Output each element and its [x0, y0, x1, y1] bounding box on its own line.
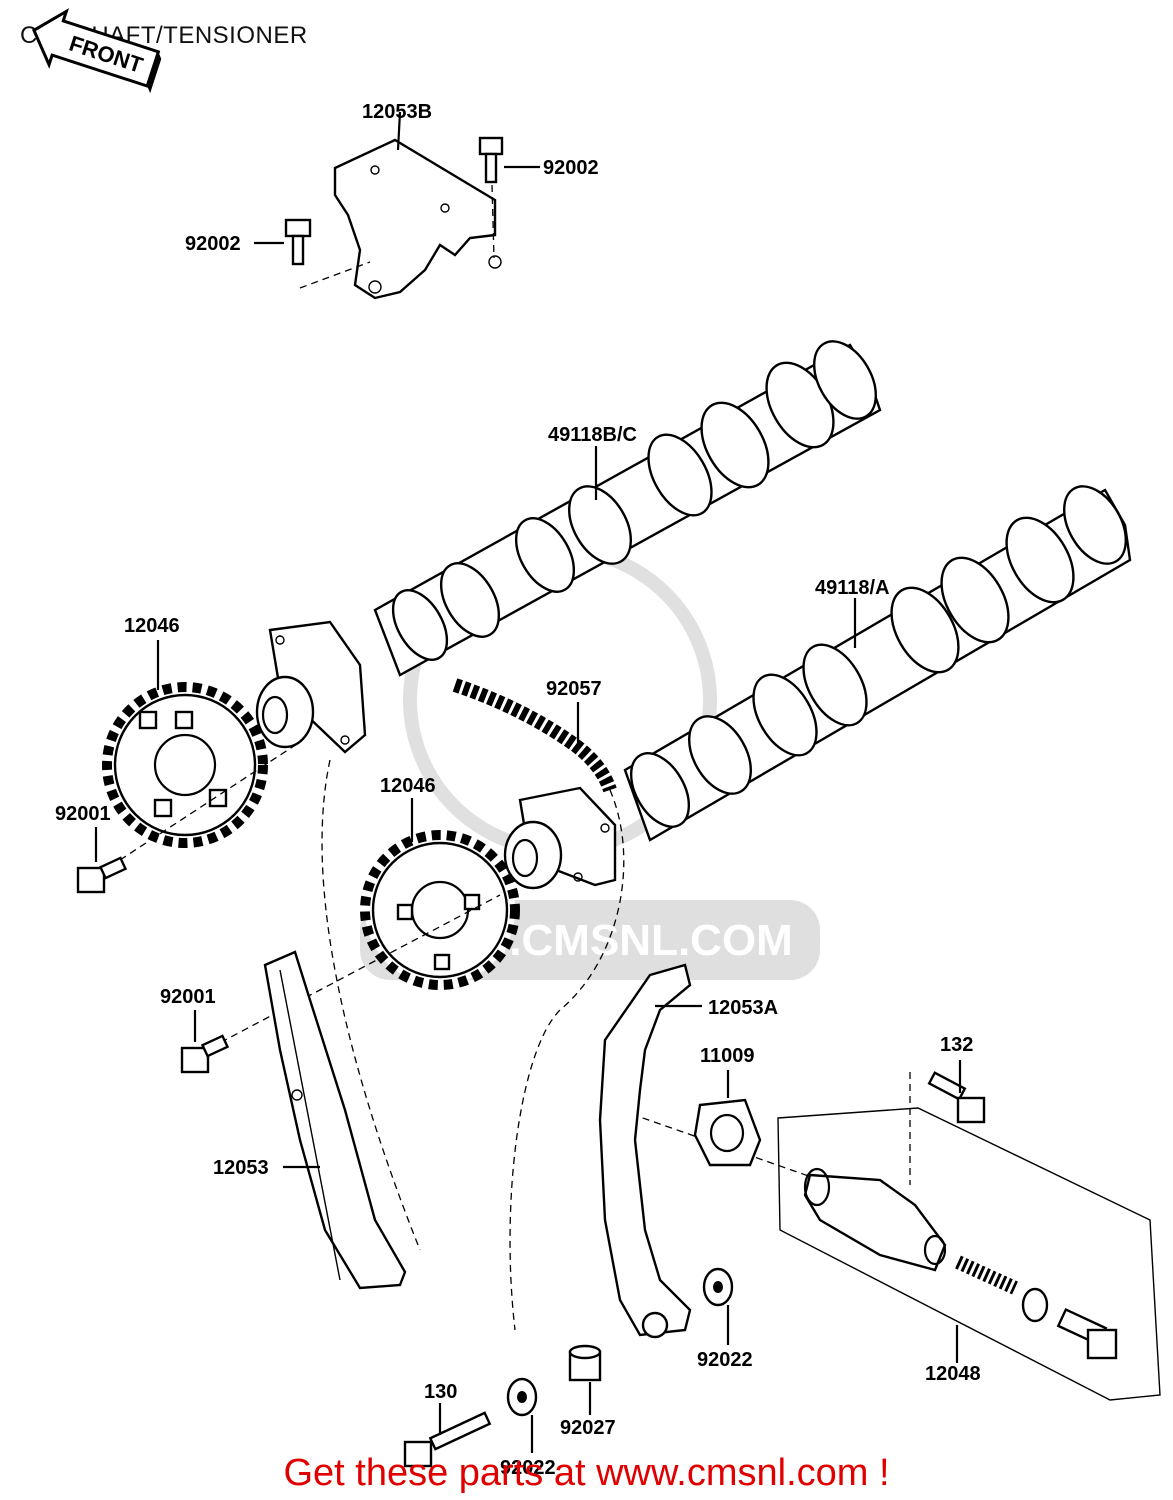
label-49118bc: 49118B/C: [548, 424, 637, 446]
flange-lower: [503, 786, 617, 890]
label-92002-top: 92002: [543, 157, 599, 179]
flange-upper: [255, 620, 367, 754]
sprocket-12046-upper: [102, 640, 268, 848]
camshaft-49118a: [623, 485, 1132, 842]
front-arrow: FRONT: [32, 8, 162, 94]
label-12053: 12053: [213, 1157, 269, 1179]
label-92001-upper: 92001: [55, 803, 111, 825]
washer-92022-right: [702, 1267, 734, 1345]
label-92001-lower: 92001: [160, 986, 216, 1008]
label-92022-right: 92022: [697, 1349, 753, 1371]
chain-guide-12053: [263, 950, 407, 1290]
label-49118a: 49118/A: [815, 577, 890, 599]
bolt-92001-lower: [180, 1010, 230, 1074]
label-12053b: 12053B: [362, 101, 432, 123]
label-12053a: 12053A: [708, 997, 778, 1019]
sprocket-12046-lower: [360, 798, 520, 990]
collar-92027: [568, 1344, 602, 1415]
bolt-92002-top: [478, 136, 540, 259]
bolt-130: [403, 1403, 492, 1468]
label-92027: 92027: [560, 1417, 616, 1439]
label-12048: 12048: [925, 1363, 981, 1385]
label-12046-lower: 12046: [380, 775, 436, 797]
label-130: 130: [424, 1381, 457, 1403]
label-12046-upper: 12046: [124, 615, 180, 637]
label-11009: 11009: [700, 1045, 755, 1067]
bolt-92002-left: [254, 218, 371, 289]
camshaft-49118bc: [373, 340, 882, 677]
align-line-2: [209, 894, 501, 1049]
tensioner-guide-12053a: [598, 963, 702, 1339]
label-132: 132: [940, 1034, 973, 1056]
gasket-11009: [693, 1070, 762, 1167]
bracket-12053b: [333, 111, 502, 300]
tensioner-12048: [777, 1107, 1161, 1401]
label-92057: 92057: [546, 678, 602, 700]
bolt-92001-upper: [76, 827, 128, 894]
cam-chain-92057: [321, 678, 625, 1331]
promo-link[interactable]: Get these parts at www.cmsnl.com !: [283, 1452, 890, 1494]
label-92002-left: 92002: [185, 233, 241, 255]
label-92022-bottom: 92022: [500, 1457, 556, 1479]
bolt-132: [927, 1060, 986, 1124]
washer-92022-bottom: [506, 1377, 538, 1453]
